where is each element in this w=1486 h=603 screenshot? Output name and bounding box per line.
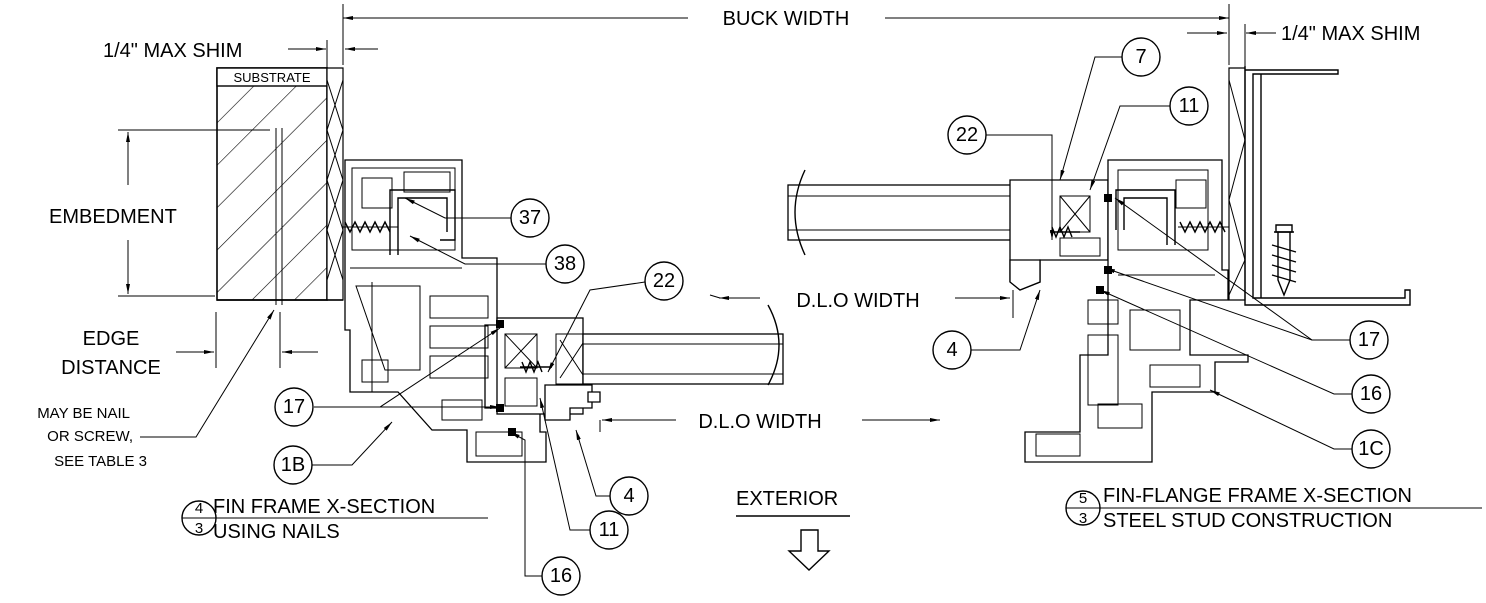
nail-note: MAY BE NAIL OR SCREW, SEE TABLE 3 — [37, 309, 275, 470]
left-leaders — [312, 197, 646, 577]
nail-note-line2: OR SCREW, — [47, 428, 133, 445]
right-detail-title: 5 3 FIN-FLANGE FRAME X-SECTION STEEL STU… — [1065, 485, 1482, 532]
dlo-upper-label: D.L.O WIDTH — [796, 290, 919, 312]
left-shim-dimension: 1/4" MAX SHIM — [103, 40, 378, 70]
right-frame-profile — [787, 66, 1411, 463]
callout-4-left: 4 — [609, 476, 649, 516]
svg-text:1C: 1C — [1358, 438, 1384, 460]
callout-17-left: 17 — [274, 387, 314, 427]
svg-text:11: 11 — [599, 519, 620, 541]
right-title-line2: STEEL STUD CONSTRUCTION — [1103, 510, 1392, 532]
svg-text:17: 17 — [1358, 329, 1380, 351]
right-leaders — [971, 56, 1352, 450]
callout-38: 38 — [545, 244, 585, 284]
callout-7: 7 — [1121, 37, 1161, 77]
edge-label-line1: EDGE — [83, 328, 140, 350]
callout-4-right: 4 — [932, 330, 972, 370]
right-shim-dimension: 1/4" MAX SHIM — [1187, 23, 1420, 66]
svg-text:17: 17 — [283, 396, 305, 418]
svg-text:38: 38 — [554, 253, 576, 275]
left-detail-title: 4 3 FIN FRAME X-SECTION USING NAILS — [181, 496, 488, 543]
callout-17-right: 17 — [1349, 320, 1389, 360]
svg-text:4: 4 — [623, 485, 634, 507]
embedment-dimension: EMBEDMENT — [49, 129, 270, 297]
svg-text:22: 22 — [653, 270, 675, 292]
nail-note-line1: MAY BE NAIL — [37, 405, 130, 422]
left-shim-label: 1/4" MAX SHIM — [103, 40, 242, 62]
svg-text:3: 3 — [1079, 510, 1087, 527]
edge-label-line2: DISTANCE — [61, 357, 161, 379]
svg-text:5: 5 — [1079, 490, 1087, 507]
callout-1c: 1C — [1351, 429, 1391, 469]
edge-distance-dimension: EDGE DISTANCE — [61, 312, 318, 379]
svg-text:16: 16 — [1360, 383, 1382, 405]
right-title-line1: FIN-FLANGE FRAME X-SECTION — [1103, 485, 1412, 507]
dlo-lower-dimension: D.L.O WIDTH — [599, 411, 940, 433]
svg-text:4: 4 — [195, 500, 203, 517]
callout-16-left: 16 — [541, 556, 581, 596]
exterior-indicator: EXTERIOR — [736, 488, 850, 571]
svg-text:16: 16 — [550, 565, 572, 587]
exterior-label: EXTERIOR — [736, 488, 838, 510]
callout-11-right: 11 — [1169, 86, 1209, 126]
callout-22-left: 22 — [644, 261, 684, 301]
svg-text:11: 11 — [1179, 95, 1200, 117]
callout-1b: 1B — [273, 445, 313, 485]
svg-text:3: 3 — [195, 520, 203, 537]
right-shim-label: 1/4" MAX SHIM — [1281, 23, 1420, 45]
dlo-lower-label: D.L.O WIDTH — [698, 411, 821, 433]
left-frame-profile — [343, 159, 784, 463]
callout-22-right: 22 — [947, 115, 987, 155]
buck-width-label: BUCK WIDTH — [723, 8, 850, 30]
buck-width-dimension: BUCK WIDTH — [342, 4, 1230, 65]
svg-text:1B: 1B — [281, 454, 305, 476]
exterior-arrow-icon — [787, 529, 831, 571]
callout-16-right: 16 — [1351, 374, 1391, 414]
dlo-upper-dimension: D.L.O WIDTH — [709, 290, 1014, 318]
left-title-line2: USING NAILS — [213, 521, 340, 543]
substrate-label: SUBSTRATE — [233, 70, 310, 85]
embedment-label: EMBEDMENT — [49, 206, 177, 228]
substrate-block: SUBSTRATE — [216, 67, 344, 305]
svg-text:22: 22 — [956, 124, 978, 146]
nail-note-line3: SEE TABLE 3 — [54, 453, 147, 470]
callout-37: 37 — [510, 198, 550, 238]
svg-text:4: 4 — [946, 339, 957, 361]
svg-text:7: 7 — [1135, 46, 1146, 68]
svg-text:37: 37 — [519, 207, 541, 229]
stud-screw-icon — [1271, 224, 1297, 297]
callout-11-left: 11 — [589, 510, 629, 550]
left-title-line1: FIN FRAME X-SECTION — [213, 496, 435, 518]
